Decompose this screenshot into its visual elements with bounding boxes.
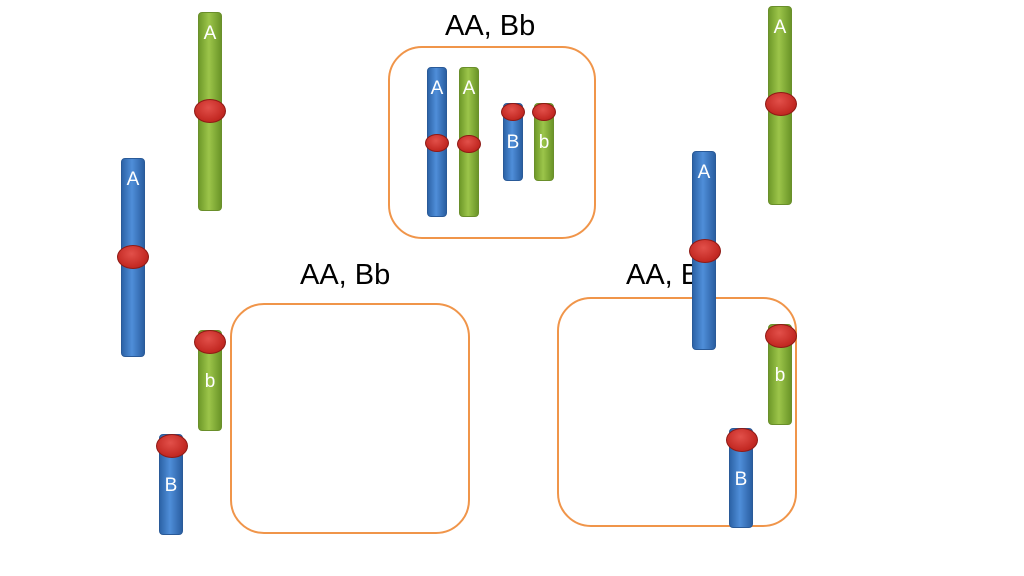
allele-label: B bbox=[734, 469, 748, 490]
centromere bbox=[194, 99, 226, 123]
allele-label: A bbox=[203, 23, 217, 44]
top-cell bbox=[388, 46, 596, 239]
allele-label: b bbox=[204, 371, 216, 392]
allele-label: B bbox=[506, 132, 520, 153]
centromere bbox=[532, 103, 556, 121]
chromosome-top-green-short: b bbox=[534, 103, 554, 181]
allele-label: A bbox=[430, 78, 444, 99]
centromere bbox=[689, 239, 721, 263]
centromere bbox=[156, 434, 188, 458]
centromere bbox=[457, 135, 481, 153]
centromere bbox=[425, 134, 449, 152]
left-cell-label: AA, Bb bbox=[300, 259, 391, 291]
allele-label: B bbox=[164, 475, 178, 496]
allele-label: A bbox=[773, 17, 787, 38]
allele-label: A bbox=[126, 169, 140, 190]
chromosome-top-blue-short: B bbox=[503, 103, 523, 181]
allele-label: A bbox=[462, 78, 476, 99]
left-cell bbox=[230, 303, 470, 534]
centromere bbox=[501, 103, 525, 121]
allele-label: b bbox=[538, 132, 550, 153]
allele-label: A bbox=[697, 162, 711, 183]
centromere bbox=[117, 245, 149, 269]
centromere bbox=[765, 324, 797, 348]
centromere bbox=[765, 92, 797, 116]
centromere bbox=[194, 330, 226, 354]
allele-label: b bbox=[774, 365, 786, 386]
centromere bbox=[726, 428, 758, 452]
right-cell bbox=[557, 297, 797, 527]
top-cell-label: AA, Bb bbox=[445, 10, 536, 42]
